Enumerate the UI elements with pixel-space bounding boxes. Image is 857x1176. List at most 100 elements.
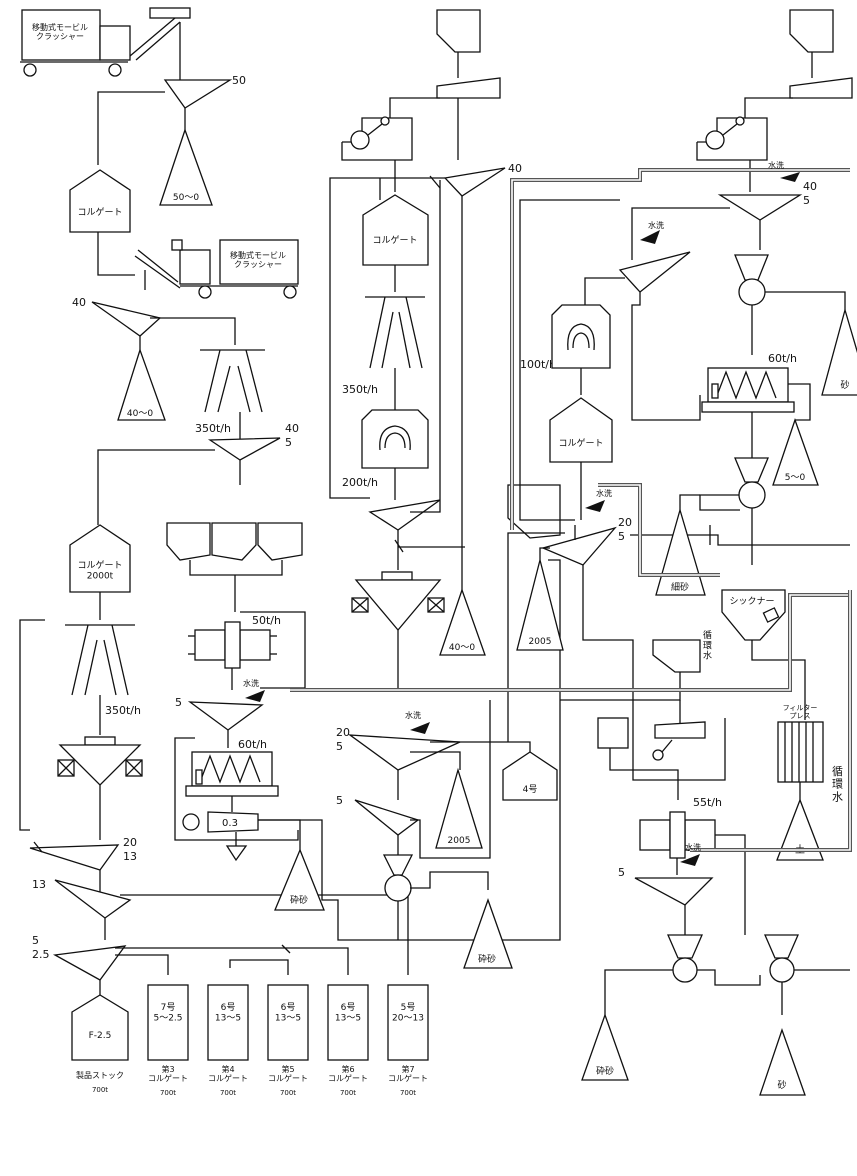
mobile-crusher-top: 移動式モービルクラッシャー: [20, 7, 191, 77]
screen-5-2-5: [52, 945, 127, 981]
pile-fine-sand-label: 細砂: [671, 581, 689, 593]
pile-50-0: [159, 128, 213, 206]
pile-crushed-sand-c-label: 砕砂: [596, 1065, 614, 1077]
screw-washer-1: [185, 751, 279, 797]
mobile-crusher-2-label: 移動式モービルクラッシャー: [230, 250, 286, 269]
screen-20-13: [29, 844, 120, 871]
cut-5-d: 5: [336, 794, 343, 807]
rate-55: 55t/h: [693, 796, 722, 809]
pile-crushed-sand-c: [581, 1013, 629, 1081]
screen-13: [54, 879, 132, 919]
classifier: 0.3: [182, 811, 259, 862]
jaw-crusher: [341, 116, 413, 161]
corrugate-2000-bin: [69, 524, 131, 593]
feeder-right: [789, 77, 853, 99]
cut-5-c: 5: [336, 740, 343, 753]
bin-capacity: 700t: [92, 1086, 108, 1094]
feed-hopper-right: [789, 9, 834, 53]
corrugate-left-label: コルゲート: [77, 206, 122, 218]
jaw-crusher-right: [696, 116, 768, 161]
pile-crushed-sand-b: [463, 898, 513, 969]
rate-350-b: 350t/h: [105, 704, 141, 717]
bin-capacity: 700t: [220, 1089, 236, 1097]
screen-20-5-mid: [347, 734, 461, 771]
cut-5-b: 5: [175, 696, 182, 709]
mobile-crusher-mid: 移動式モービルクラッシャー: [134, 239, 299, 299]
cut-20-c: 20: [123, 836, 137, 849]
cut-13-a: 13: [123, 850, 137, 863]
pile-sand-label: 砂: [840, 379, 849, 391]
rod-mill-2: [639, 811, 716, 859]
pile-5-0: [772, 418, 819, 486]
cone-crusher-2: [65, 624, 135, 696]
corrugate-bin-mid: [362, 194, 429, 266]
hopper-lower-right: [652, 639, 701, 673]
cut-13-b: 13: [32, 878, 46, 891]
pile-2005-right: [516, 559, 564, 651]
cyclone-right: [734, 254, 846, 310]
bin-top-label: F-2.5: [89, 1031, 112, 1041]
screen-40-5: [207, 437, 281, 461]
bin-capacity: 700t: [280, 1089, 296, 1097]
cyclone-mid: [382, 854, 489, 902]
cut-20-a: 20: [336, 726, 350, 739]
screen-40-mid: [443, 167, 506, 197]
wash-label-3: 水洗: [596, 488, 612, 498]
rate-200: 200t/h: [342, 476, 378, 489]
pile-sand-b-label: 砂: [777, 1079, 786, 1091]
corrugate-right-label: コルゲート: [558, 437, 603, 449]
rate-50: 50t/h: [252, 614, 281, 627]
bin-capacity: 700t: [400, 1089, 416, 1097]
bin-capacity: 700t: [340, 1089, 356, 1097]
screen-right-2: [618, 251, 691, 293]
screen-unit-left: [57, 736, 143, 786]
wash-arrows: 水洗 水洗 水洗 水洗 水洗 水洗: [243, 160, 800, 866]
screen-5-mid-left: [187, 701, 264, 731]
screen-40: [91, 301, 162, 337]
cut-5-h: 5: [618, 866, 625, 879]
bin-bottom-label: 製品ストック: [76, 1070, 124, 1080]
circ-water-a: 循環水: [703, 629, 712, 662]
cut-40-c: 40: [803, 180, 817, 193]
screen-5-lower-right: [634, 877, 714, 906]
corrugate-bin-left: [69, 169, 131, 233]
pile-50-0-label: 50〜0: [173, 193, 199, 203]
cut-5-f: 5: [803, 194, 810, 207]
pile-40-0: [117, 347, 166, 421]
pile-sand-right: [821, 307, 857, 396]
corrugate-mid-label: コルゲート: [372, 234, 417, 246]
pile-2005-a-label: 2005: [529, 637, 552, 647]
cut-5-g: 5: [32, 934, 39, 947]
pile-40-0-b: [439, 588, 486, 656]
screen-50: [163, 79, 233, 109]
pile-crushed-sand-a-label: 砕砂: [290, 894, 308, 906]
screen-unit-mid: [351, 571, 445, 632]
pile-2005-mid: [435, 767, 483, 849]
bin-4go: [502, 751, 558, 801]
rod-mill-1: [188, 621, 277, 669]
feeder-lower-right: [654, 721, 706, 739]
classifier-label: 0.3: [222, 818, 238, 829]
cut-20-b: 20: [618, 516, 632, 529]
cyclone-lower-1: [604, 934, 761, 1015]
screw-washer-2: [701, 367, 795, 413]
rate-350-c: 350t/h: [342, 383, 378, 396]
pile-2005-b-label: 2005: [448, 836, 471, 846]
bin-capacity: 700t: [160, 1089, 176, 1097]
hopper-small: [597, 717, 629, 749]
screen-5-mid: [354, 799, 420, 836]
rate-350-a: 350t/h: [195, 422, 231, 435]
pile-5-0-label: 5〜0: [785, 473, 806, 483]
wash-label-6: 水洗: [685, 842, 701, 852]
screen-mid-2: [368, 499, 441, 531]
impact-crusher-right: [551, 304, 611, 369]
